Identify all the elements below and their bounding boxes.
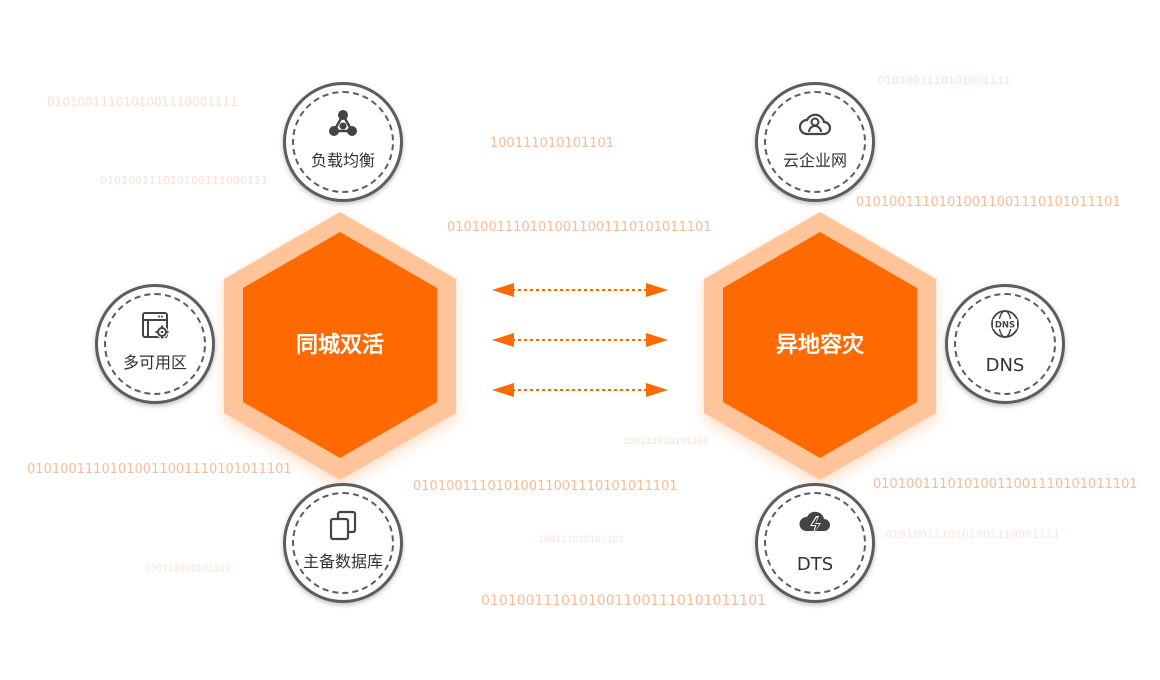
server-gear-icon: [138, 309, 172, 343]
right-hub-label: 异地容灾: [775, 333, 864, 358]
copy-icon: [326, 508, 360, 542]
binary-text: 01010011101010011001110101011101: [873, 477, 1138, 492]
node-label: 负载均衡: [310, 151, 375, 170]
multi-az-node: 多可用区: [95, 284, 215, 404]
node-label: DTS: [796, 554, 834, 575]
connector-arrow-1: [492, 283, 668, 297]
load-balance-node: 负载均衡: [283, 82, 403, 202]
binary-text: 01010011101010011001110101011101: [481, 593, 767, 609]
node-label: 主备数据库: [302, 552, 383, 571]
node-label: DNS: [985, 355, 1025, 376]
right-hub-hexagon: [704, 212, 936, 480]
cloud-user-icon: [798, 107, 832, 141]
svg-text:DNS: DNS: [995, 321, 1015, 331]
cloud-enterprise-network-node: 云企业网: [755, 82, 875, 202]
dns-node: DNS DNS: [945, 284, 1065, 404]
connector-arrow-2: [492, 333, 668, 347]
binary-text: 01010011101010011001110101011101: [27, 462, 292, 477]
binary-text: 100111010101101: [538, 535, 624, 545]
primary-backup-db-node: 主备数据库: [283, 483, 403, 603]
left-hub-label: 同城双活: [295, 333, 384, 358]
binary-text: 01010011101010011001110101011101: [413, 479, 678, 494]
node-label: 云企业网: [782, 151, 847, 170]
network-nodes-icon: [326, 107, 360, 141]
left-hub-hexagon: [224, 212, 456, 480]
node-label: 多可用区: [122, 353, 187, 372]
dns-globe-icon: DNS: [988, 307, 1022, 341]
binary-text: 01010011101010011001110101011101: [447, 220, 712, 235]
binary-text: 100111010101101: [490, 136, 615, 151]
dts-node: DTS: [755, 483, 875, 603]
binary-text: 0101001110101001111: [878, 74, 1011, 87]
cloud-lightning-icon: [798, 506, 832, 540]
binary-text: 010100111010100111000111: [100, 174, 268, 187]
binary-text: 01010011101010011001110101011101: [856, 195, 1121, 210]
binary-text: 0101001110101001110001111: [47, 95, 238, 109]
connector-arrow-3: [492, 383, 668, 397]
binary-text: 0101001110101001110001111: [885, 528, 1060, 541]
binary-text: 100111010101101: [145, 564, 231, 574]
binary-text: 100111010101101: [623, 437, 709, 447]
